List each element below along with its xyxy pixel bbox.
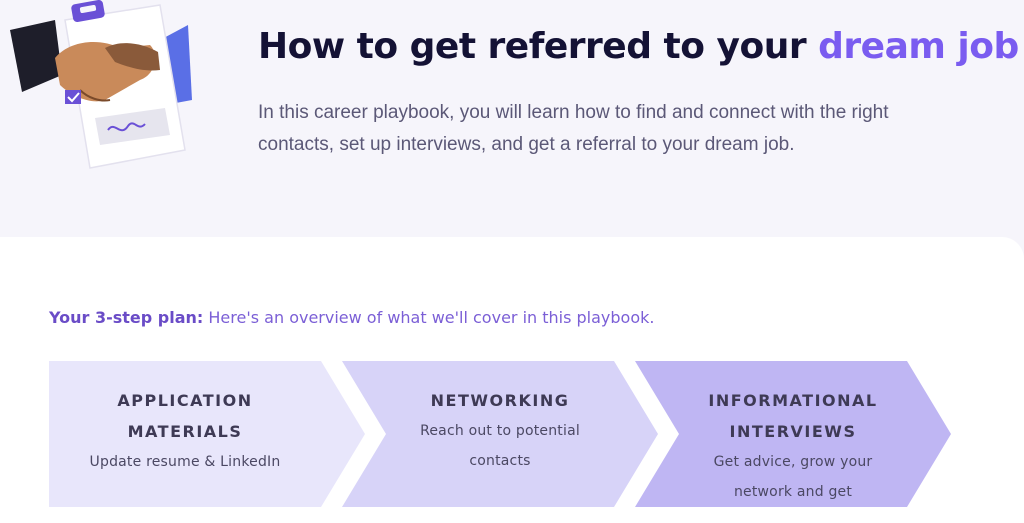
step-title: INFORMATIONAL INTERVIEWS (708, 391, 878, 441)
handshake-clipboard-icon (10, 0, 192, 169)
title-accent: dream job (818, 26, 1019, 67)
step-informational-interviews[interactable]: INFORMATIONAL INTERVIEWS Get advice, gro… (635, 361, 951, 507)
page-title: How to get referred to your dream job (258, 26, 1019, 67)
plan-heading: Your 3-step plan: Here's an overview of … (49, 308, 654, 327)
step-networking[interactable]: NETWORKING Reach out to potential contac… (342, 361, 658, 507)
step-title: APPLICATION MATERIALS (117, 391, 253, 441)
plan-lead: Your 3-step plan: (49, 308, 204, 327)
step-description: Reach out to potential contacts (420, 423, 580, 469)
step-application-materials[interactable]: APPLICATION MATERIALS Update resume & Li… (49, 361, 365, 507)
hero-section: How to get referred to your dream job In… (0, 0, 1024, 240)
step-description: Update resume & LinkedIn (89, 454, 281, 470)
step-title: NETWORKING (430, 391, 570, 410)
step-description: Get advice, grow your network and get (713, 454, 873, 500)
page-subtitle: In this career playbook, you will learn … (258, 102, 889, 155)
plan-text: Here's an overview of what we'll cover i… (203, 308, 655, 327)
